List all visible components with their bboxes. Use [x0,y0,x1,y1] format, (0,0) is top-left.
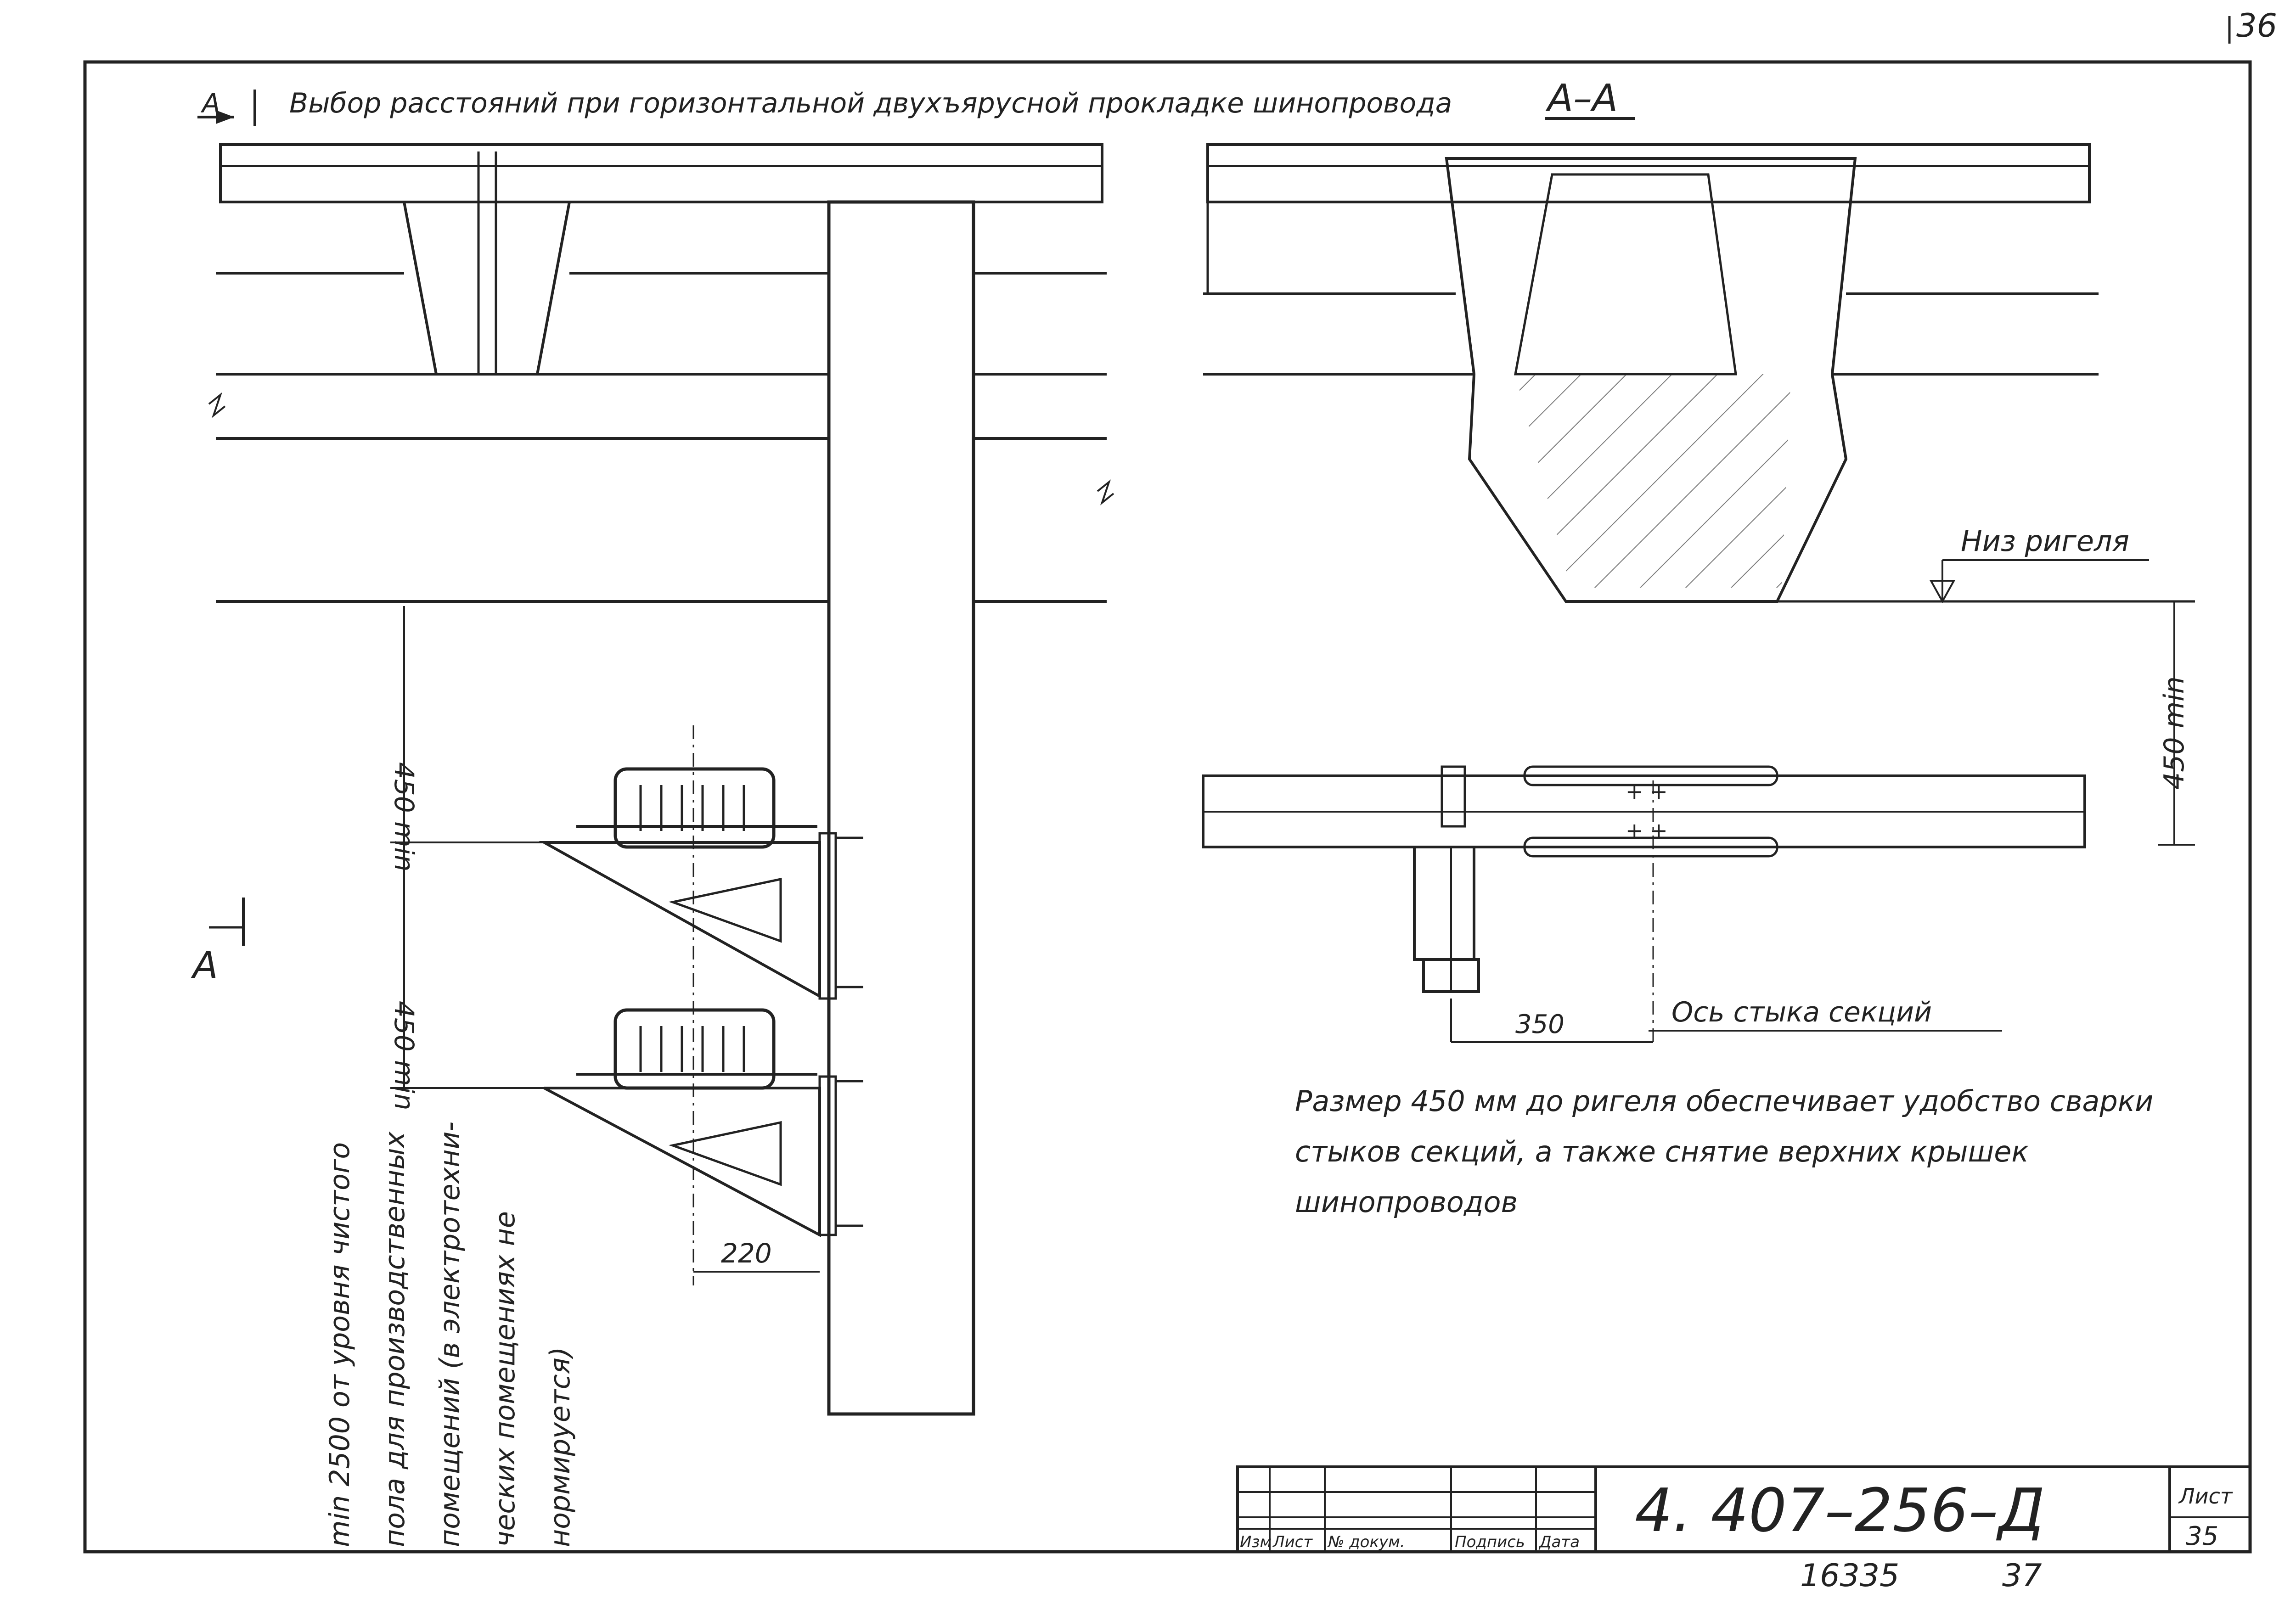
tb-col-doc: № докум. [1327,1533,1405,1551]
joint-cover-top [1523,765,1778,786]
section-label: А–А [1545,77,1618,120]
bolt-marks-bottom: + + [1626,818,1668,843]
break-mark-2 [1097,479,1114,505]
sheet-label: Лист [2178,1484,2233,1509]
bracket-plate-upper [818,832,837,1000]
anchor-bolts-lower [836,1080,863,1227]
explanation-line-2: стыков секций, а также снятие верхних кр… [1295,1135,2029,1168]
tb-col-sign: Подпись [1455,1533,1525,1551]
beam-lower-hatch [1515,374,1791,588]
dim-vertical: 450 min [2158,676,2190,790]
explanation-line-3: шинопроводов [1295,1185,1518,1219]
bracket-plate-lower [818,1075,837,1236]
dim-middle-left: 450 min [388,1001,420,1111]
height-note: min 2500 от уровня чистого пола для прои… [324,1122,576,1547]
hanger-bracket [1413,846,1475,961]
anchor-bolts-upper [836,836,863,988]
busway-housing-upper [613,767,776,849]
slab-rib-left [402,201,571,376]
sheet-number: 35 [2186,1521,2218,1551]
explanation-line-1: Размер 450 мм до ригеля обеспечивает удо… [1295,1084,2153,1118]
bracket-upper [539,841,821,999]
note-line-5: нормируется) [544,1347,576,1547]
document-code: 4. 407–256–Д [1635,1476,2045,1545]
break-mark-1 [208,392,226,418]
right-view: Низ ригеля 450 min + + + + 350 Ось стыка… [1202,143,2195,1219]
joint-cover-bottom [1523,836,1778,858]
beam-core [1514,173,1737,376]
joint-axis-label: Ось стыка секций [1671,996,1932,1028]
tb-col-list: Лист [1272,1533,1313,1551]
title-text: Выбор расстояний при горизонтальной двух… [289,87,1452,119]
busway-housing-lower [613,1008,776,1090]
dim-top-left: 450 min [388,762,420,872]
section-arrowhead-top [216,110,234,124]
tb-col-izm: Изм [1240,1533,1272,1551]
bracket-lower [543,1087,821,1237]
dim-bracket: 220 [721,1238,772,1269]
busbars-lower [639,1026,745,1072]
section-mark-bottom: А [191,944,218,987]
column [827,200,975,1416]
level-mark [1929,580,1956,604]
title-block: Изм Лист № докум. Подпись Дата 4. 407–25… [1236,1465,2251,1594]
busway-upper [539,767,863,1000]
title-row: A Выбор расстояний при горизонтальной дв… [197,77,1635,126]
sheet-corner-number: 36 [2236,7,2277,45]
note-line-2: пола для производственных [379,1131,411,1547]
note-line-1: min 2500 от уровня чистого [324,1142,356,1547]
floor-slab-left [219,143,1103,203]
busway-lower [543,1008,863,1237]
beam-bottom-label: Низ ригеля [1961,524,2129,558]
bolt-marks-top: + + [1626,779,1668,804]
hanger-clamp [1441,765,1466,828]
sheet-border [83,60,2252,1554]
note-line-3: помещений (в электротехни- [434,1122,466,1547]
note-line-4: ческих помещениях не [489,1211,521,1547]
page-number: 37 [2002,1558,2042,1594]
bracket-cutout-lower [668,1121,782,1186]
left-view: 450 min 450 min А [191,143,1114,1547]
title-block-frame [1236,1465,2251,1553]
dim-horizontal: 350 [1515,1010,1564,1039]
floor-slab-right [1206,143,2091,203]
bracket-cutout-upper [668,877,782,943]
inventory-number: 16335 [1800,1558,1899,1594]
busbars-upper [639,785,745,831]
tb-col-date: Дата [1538,1533,1580,1551]
